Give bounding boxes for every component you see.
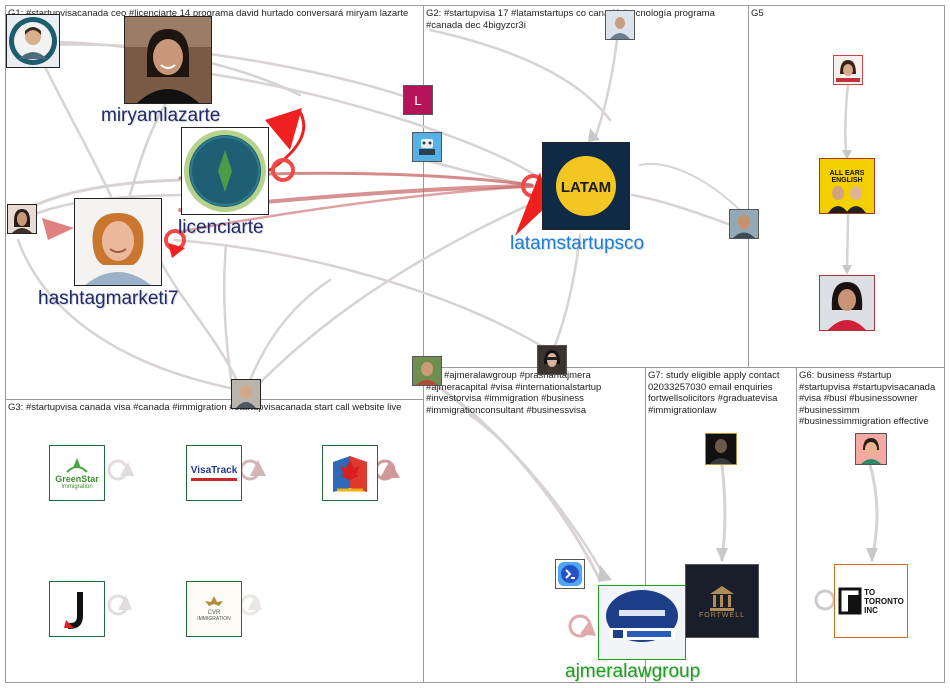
latam-logo-text: LATAM xyxy=(561,179,611,196)
vertex-label-licenciarte: licenciarte xyxy=(178,217,264,238)
group-label-g3: G3: #startupvisa canada visa #canada #im… xyxy=(8,402,402,413)
avatar-right-man-g2[interactable] xyxy=(729,209,759,239)
all-ears-text-1: ALL EARS xyxy=(829,170,865,177)
avatar-to-toronto-inc[interactable]: TO TORONTO INC xyxy=(834,564,908,638)
vertex-label-hashtagmarketi7: hashtagmarketi7 xyxy=(38,288,179,309)
fortwell-text: FORTWELL xyxy=(699,611,745,619)
avatar-small-woman-g5[interactable] xyxy=(833,55,863,85)
group-label-g4: G4: #ajmeralawgroup #prashantajmera #ajm… xyxy=(426,370,602,416)
avatar-visatrack[interactable]: VisaTrack xyxy=(186,445,242,501)
toronto-text-2: TORONTO xyxy=(864,596,904,606)
avatar-green-pin-g4[interactable] xyxy=(412,356,442,386)
avatar-top-man-g2[interactable] xyxy=(605,10,635,40)
greenstar-text-1: GreenStar xyxy=(55,474,99,484)
group-label-g2: G2: #startupvisa 17 #latamstartups co ca… xyxy=(426,8,715,31)
arrowheads xyxy=(42,108,878,636)
avatar-greenstar-immigration[interactable]: GreenStar Immigration xyxy=(49,445,105,501)
avatar-licenciarte[interactable] xyxy=(181,127,269,215)
avatar-cartoon-g6[interactable] xyxy=(855,433,887,465)
group-panel-g6 xyxy=(796,367,945,683)
toronto-text-1: TO xyxy=(864,587,876,597)
avatar-j-logo[interactable] xyxy=(49,581,105,637)
avatar-bottom-man-g1[interactable] xyxy=(231,379,261,409)
avatar-l-badge[interactable]: L xyxy=(403,85,433,115)
toronto-text-block: TO TORONTO INC xyxy=(864,588,904,615)
group-label-g5: G5 xyxy=(751,8,764,19)
avatar-woman-red-g5[interactable] xyxy=(819,275,875,331)
avatar-dark-figure-g7[interactable] xyxy=(705,433,737,465)
avatar-canada-flag-books[interactable] xyxy=(322,445,378,501)
avatar-fortwell[interactable]: FORTWELL xyxy=(685,564,759,638)
cvr-text-2: IMMIGRATION xyxy=(197,616,231,622)
avatar-miryamlazarte[interactable] xyxy=(124,16,212,104)
group-label-g1: G1: #startupvisacanada ceo #licenciarte … xyxy=(8,8,409,19)
avatar-all-ears-english[interactable]: ALL EARS ENGLISH xyxy=(819,158,875,214)
avatar-terminal-icon[interactable] xyxy=(555,559,585,589)
group-panel-g3 xyxy=(5,399,424,683)
group-label-g7: G7: study eligible apply contact 0203325… xyxy=(648,370,780,416)
avatar-ajmeralawgroup[interactable] xyxy=(598,585,686,660)
cvr-text-1: CVR xyxy=(207,610,221,616)
avatar-hashtagmarketi7[interactable] xyxy=(74,198,162,286)
vertex-label-miryamlazarte: miryamlazarte xyxy=(101,105,221,126)
l-badge-letter: L xyxy=(414,92,422,108)
vertex-label-ajmeralawgroup: ajmeralawgroup xyxy=(565,661,701,682)
avatar-robot-icon-g2[interactable] xyxy=(412,132,442,162)
greenstar-text-2: Immigration xyxy=(61,484,93,490)
all-ears-text-2: ENGLISH xyxy=(831,177,863,184)
avatar-small-woman-left[interactable] xyxy=(7,204,37,234)
avatar-top-left-man[interactable] xyxy=(6,14,60,68)
avatar-bottom-woman-g2[interactable] xyxy=(537,345,567,375)
avatar-cvr-immigration[interactable]: CVR IMMIGRATION xyxy=(186,581,242,637)
avatar-latamstartupsco[interactable]: LATAM xyxy=(542,142,630,230)
group-label-g6: G6: business #startup #startupvisa #star… xyxy=(799,370,936,427)
visatrack-text: VisaTrack xyxy=(190,465,238,476)
edges xyxy=(16,28,879,638)
toronto-text-3: INC xyxy=(864,605,878,615)
visatrack-underline xyxy=(191,478,237,481)
vertex-label-latamstartupsco: latamstartupsco xyxy=(510,233,645,254)
